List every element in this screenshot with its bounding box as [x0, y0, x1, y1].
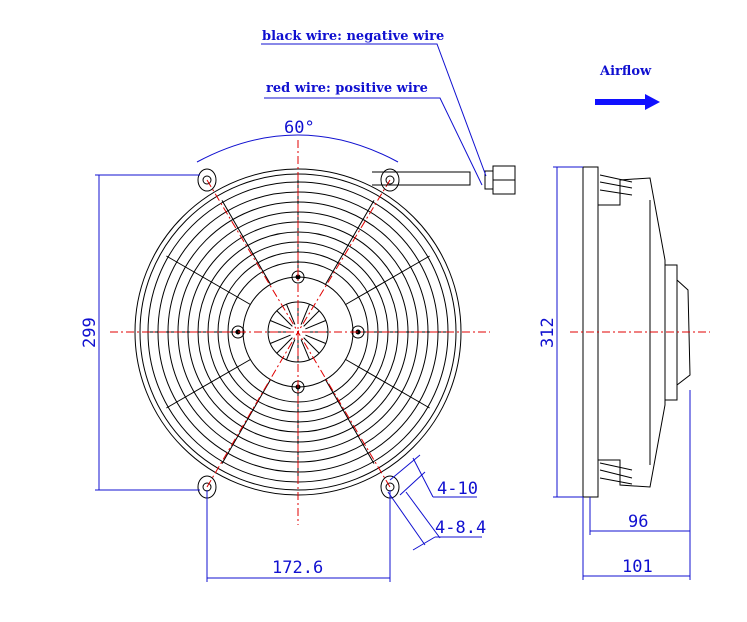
hub-fin: [276, 310, 293, 327]
dim-101-label: 101: [622, 557, 653, 577]
angle-label: 60°: [284, 118, 315, 138]
mounting-ear: [197, 168, 217, 192]
red-wire-label: red wire: positive wire: [266, 81, 428, 96]
fan-side-view: 312 96 101: [538, 166, 710, 580]
hub-fin: [305, 320, 326, 330]
angle-arc: [196, 134, 399, 163]
dim-299: 299: [80, 174, 200, 491]
black-wire-leader: [261, 43, 487, 177]
hub-fin: [303, 310, 320, 327]
hub-fin: [286, 304, 296, 325]
wire-connector: [372, 165, 516, 195]
dim-172-6-label: 172.6: [272, 558, 323, 578]
dim-299-label: 299: [80, 317, 100, 348]
guard-spoke: [221, 200, 271, 285]
mount-centerline: [206, 179, 299, 333]
hub-fin: [276, 337, 293, 354]
hub-fin: [270, 334, 291, 344]
hub-fin: [300, 339, 310, 360]
hub-fin: [305, 334, 326, 344]
guard-spoke: [166, 359, 251, 409]
hub-fin: [300, 304, 310, 325]
mount-hole: [385, 175, 395, 185]
mount-hole: [202, 175, 212, 185]
dim-96-label: 96: [628, 512, 648, 532]
dim-holes: 4-10 4-8.4: [387, 454, 486, 551]
airflow-label: Airflow: [599, 64, 652, 79]
mount-centerline: [297, 179, 391, 333]
mounting-ear: [380, 168, 400, 192]
dim-312-label: 312: [538, 317, 558, 348]
hub-fin: [270, 320, 291, 330]
guard-spoke: [325, 379, 375, 464]
guard-spoke: [221, 379, 271, 464]
red-wire-leader: [264, 97, 483, 186]
dim-172-6: 172.6: [206, 490, 391, 582]
mount-hole-label: 4-8.4: [435, 518, 486, 538]
black-wire-label: black wire: negative wire: [262, 29, 444, 44]
guard-spoke: [345, 359, 430, 409]
mount-centerline: [297, 331, 391, 488]
guard-spoke: [325, 200, 375, 285]
mount-slot-label: 4-10: [437, 479, 478, 499]
hub-fin: [303, 337, 320, 354]
airflow-arrow-icon: [595, 94, 660, 110]
fan-front-view: [110, 140, 490, 525]
hub-fin: [286, 339, 296, 360]
guard-spoke: [166, 255, 251, 305]
mount-centerline: [206, 331, 299, 488]
guard-spoke: [345, 255, 430, 305]
screw-head-icon: [295, 274, 301, 280]
